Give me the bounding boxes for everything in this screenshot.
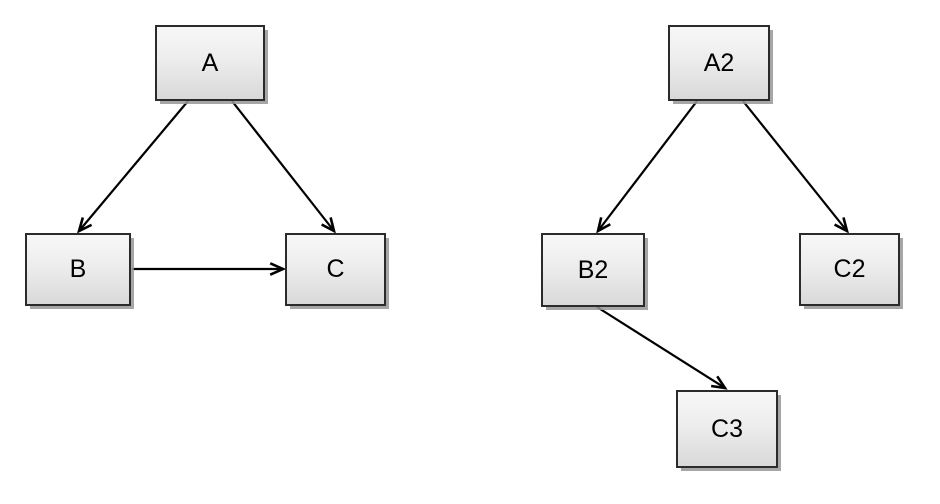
arrowhead-icon: [76, 217, 93, 234]
node-label: A2: [703, 48, 735, 77]
node-c[interactable]: C: [285, 233, 386, 306]
edge-line: [231, 100, 335, 232]
edge-line: [596, 306, 726, 389]
arrowhead-icon: [321, 217, 336, 234]
edge-line: [597, 100, 698, 232]
arrowhead-icon: [596, 217, 611, 234]
node-label: C2: [833, 255, 866, 283]
node-a2[interactable]: A2: [668, 25, 770, 101]
node-label: B2: [577, 255, 609, 284]
node-b[interactable]: B: [25, 233, 131, 306]
edge-a2-to-b2: [596, 100, 698, 234]
edge-b-to-c: [132, 262, 287, 276]
edge-a2-to-c2: [742, 100, 849, 234]
arrowhead-icon: [710, 375, 728, 390]
node-c3[interactable]: C3: [676, 390, 778, 468]
node-c2[interactable]: C2: [799, 233, 900, 306]
node-b2[interactable]: B2: [541, 233, 645, 307]
node-label: B: [69, 255, 87, 283]
edge-line: [78, 100, 189, 232]
edge-a-to-c: [231, 100, 336, 234]
node-label: C: [326, 255, 345, 283]
node-a[interactable]: A: [155, 25, 265, 101]
arrowhead-icon: [269, 262, 287, 276]
node-label: C3: [711, 414, 743, 443]
arrowhead-icon: [833, 217, 849, 234]
edge-line: [742, 100, 848, 232]
node-label: A: [201, 48, 219, 77]
edge-a-to-b: [76, 100, 189, 234]
edge-b2-to-c3: [596, 306, 728, 390]
